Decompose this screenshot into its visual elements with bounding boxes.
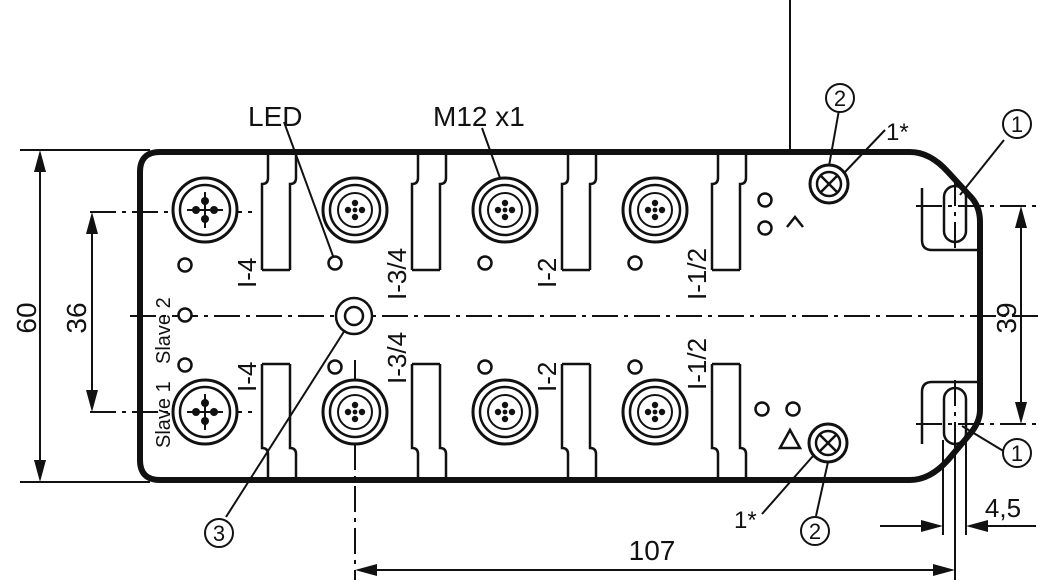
dimension-height-60	[20, 149, 150, 483]
m12-connector-bottom-4	[621, 378, 689, 446]
port-recesses	[260, 155, 748, 477]
callout-2-bottom-circle	[800, 516, 830, 546]
screw-bottom	[807, 422, 849, 464]
m12-connector-bottom-3	[471, 378, 539, 446]
callout-2-bottom-number: 2	[809, 519, 821, 544]
dimension-4-5-value: 4,5	[985, 493, 1021, 523]
center-fixing-point	[334, 296, 374, 336]
callout-3-circle	[204, 518, 234, 548]
status-leds	[177, 192, 801, 417]
port-label-top-4: I-1/2	[682, 248, 712, 300]
callout-2-top-leader	[828, 109, 840, 167]
m12-connector-top-2	[321, 176, 389, 244]
thread-leader	[481, 127, 501, 179]
callout-2-bottom-leader	[815, 461, 829, 517]
port-label-top-2: I-3/4	[382, 248, 412, 300]
led-leader	[283, 121, 334, 257]
triangle-marker-bottom	[777, 427, 803, 450]
dimension-spacing-36	[86, 212, 98, 412]
slave-2-label: Slave 2	[153, 297, 175, 364]
one-star-bottom-label: 1*	[734, 507, 757, 534]
port-label-bottom-1: I-4	[232, 362, 262, 392]
one-star-bottom-leader	[761, 455, 814, 515]
callout-1-bottom-number: 1	[1011, 441, 1023, 466]
callout-1-bottom-leader	[961, 425, 1006, 453]
callout-3-leader	[225, 329, 346, 518]
callout-2-top-number: 2	[834, 86, 846, 111]
port-label-bottom-3: I-2	[532, 362, 562, 392]
m12-connector-slave-2	[171, 378, 239, 446]
port-label-top-1: I-4	[232, 258, 262, 288]
dimension-39-value: 39	[991, 302, 1022, 333]
triangle-marker-top	[786, 214, 804, 228]
callout-1-top-leader	[959, 139, 1005, 196]
dimension-107-value: 107	[629, 535, 676, 566]
one-star-top-leader	[844, 129, 886, 173]
one-star-top-label: 1*	[886, 119, 909, 146]
m12-connector-top-3	[471, 176, 539, 244]
dimension-hole-4-5	[880, 440, 1036, 535]
dimension-pitch-107	[355, 452, 956, 580]
m12-connector-top-4	[621, 176, 689, 244]
dimension-60-value: 60	[11, 302, 42, 333]
callout-2-top-circle	[825, 83, 855, 113]
thread-label: M12 x1	[433, 101, 525, 132]
m12-connector-slave-1	[171, 176, 239, 244]
dimension-36-value: 36	[61, 302, 92, 333]
port-label-bottom-2: I-3/4	[382, 332, 412, 384]
port-label-top-3: I-2	[532, 258, 562, 288]
callout-1-top-number: 1	[1011, 112, 1023, 137]
port-label-bottom-4: I-1/2	[682, 338, 712, 390]
screw-top	[808, 163, 850, 205]
callout-3-number: 3	[213, 521, 225, 546]
slave-1-label: Slave 1	[153, 381, 175, 448]
led-label: LED	[248, 101, 302, 132]
callout-1-top-circle	[1002, 109, 1032, 139]
callout-1-bottom-circle	[1002, 438, 1032, 468]
m12-connector-bottom-2	[321, 378, 389, 446]
dimension-spacing-39	[1015, 206, 1027, 424]
